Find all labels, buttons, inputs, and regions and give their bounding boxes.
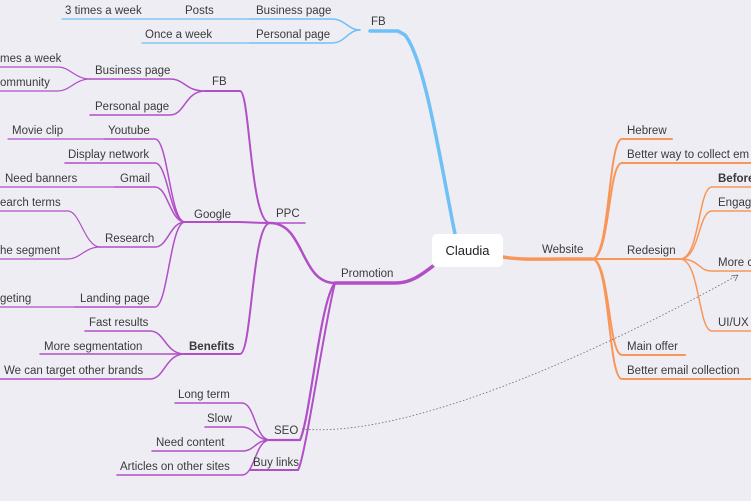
redesign-uiux[interactable]: UI/UX: [718, 317, 749, 329]
ppc-node[interactable]: PPC: [276, 208, 300, 220]
google-youtube[interactable]: Youtube: [108, 125, 150, 137]
fb-top-branch: [61, 18, 457, 236]
fb-top-three-times[interactable]: 3 times a week: [65, 5, 142, 17]
promotion-node[interactable]: Promotion: [341, 268, 394, 280]
website-better-email[interactable]: Better email collection: [627, 365, 740, 377]
fb-top-once-week[interactable]: Once a week: [145, 29, 213, 41]
google-gmail[interactable]: Gmail: [120, 173, 151, 185]
relationship-arrowhead: [730, 274, 739, 282]
research-search-terms[interactable]: earch terms: [0, 197, 61, 209]
seo-need-content[interactable]: Need content: [156, 437, 225, 449]
fb-top-node[interactable]: FB: [371, 16, 386, 28]
google-node[interactable]: Google: [194, 209, 232, 221]
relationship-line: [301, 274, 739, 431]
benefits-node[interactable]: Benefits: [189, 341, 235, 353]
website-node[interactable]: Website: [542, 244, 584, 256]
seo-articles[interactable]: Articles on other sites: [120, 461, 230, 473]
ppc-fb-node[interactable]: FB: [212, 76, 227, 88]
website-main-offer[interactable]: Main offer: [627, 341, 678, 353]
website-hebrew[interactable]: Hebrew: [627, 125, 667, 137]
website-branch: [501, 138, 751, 380]
redesign-more[interactable]: More c: [718, 257, 751, 269]
redesign-engage[interactable]: Engag: [718, 197, 751, 209]
redesign-before[interactable]: Before: [718, 173, 751, 185]
google-research[interactable]: Research: [105, 233, 155, 245]
fb-top-business-page[interactable]: Business page: [256, 5, 332, 17]
ppc-fb-times-week[interactable]: mes a week: [0, 53, 62, 65]
benefits-fast-results[interactable]: Fast results: [89, 317, 149, 329]
google-need-banners[interactable]: Need banners: [5, 173, 78, 185]
promotion-branch: [0, 66, 435, 476]
benefits-target-brands[interactable]: We can target other brands: [4, 365, 144, 377]
google-display-network[interactable]: Display network: [68, 149, 150, 161]
seo-slow[interactable]: Slow: [207, 413, 232, 425]
ppc-fb-community[interactable]: ommunity: [0, 77, 50, 89]
fb-top-personal-page[interactable]: Personal page: [256, 29, 331, 41]
google-landing-page[interactable]: Landing page: [80, 293, 150, 305]
fb-top-posts[interactable]: Posts: [185, 5, 214, 17]
ppc-fb-personal-page[interactable]: Personal page: [95, 101, 170, 113]
google-movie-clip[interactable]: Movie clip: [12, 125, 64, 137]
landing-targeting[interactable]: geting: [0, 293, 32, 305]
redesign-node[interactable]: Redesign: [627, 245, 676, 257]
website-better-way[interactable]: Better way to collect em: [627, 149, 750, 161]
ppc-fb-business-page[interactable]: Business page: [95, 65, 171, 77]
seo-node[interactable]: SEO: [274, 425, 299, 437]
buy-links-node[interactable]: Buy links: [253, 457, 300, 469]
benefits-more-segmentation[interactable]: More segmentation: [44, 341, 143, 353]
research-segment[interactable]: he segment: [0, 245, 61, 257]
seo-long-term[interactable]: Long term: [178, 389, 230, 401]
root-topic[interactable]: Claudia: [432, 234, 503, 267]
